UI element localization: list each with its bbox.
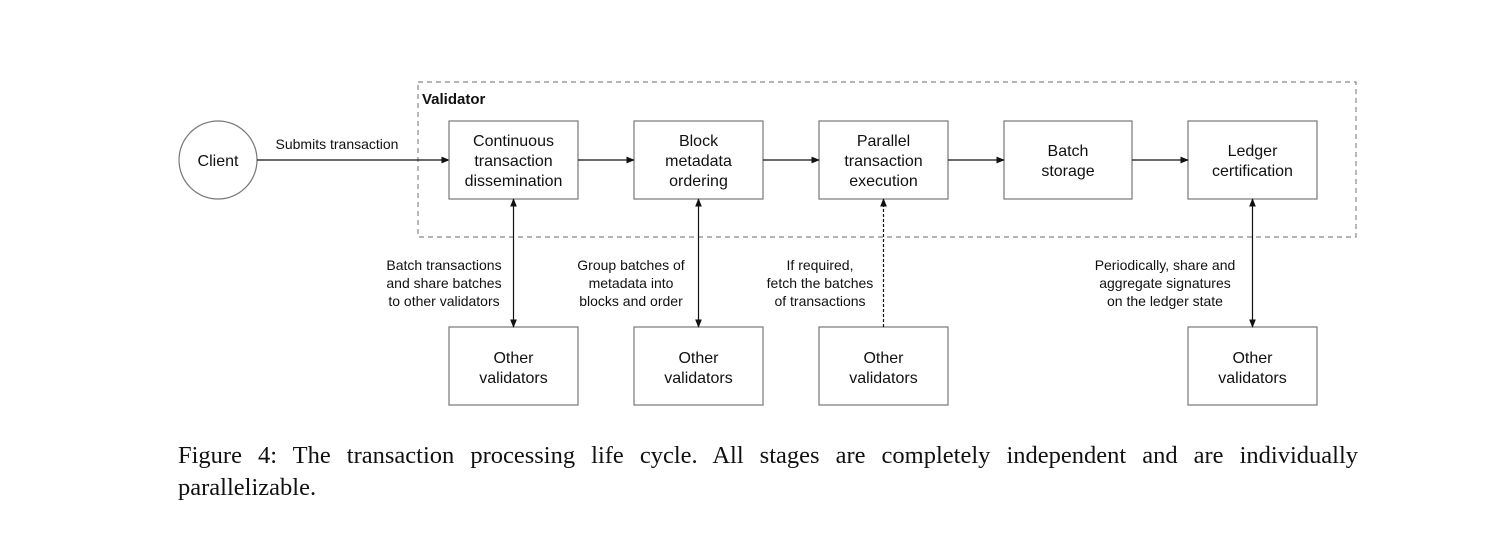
link-label: Batch transactions and share batches to ot… [386,257,501,309]
stage-box: Parallel transaction execution [818,120,949,200]
link-label-line: Periodically, share and [1095,257,1236,273]
link-label-line: on the ledger state [1107,293,1223,309]
link-label-line: metadata into [589,275,674,291]
peer-box: Other validators [818,326,949,406]
stage-label-line: Parallel [857,133,910,150]
stage-box: Block metadata ordering [633,120,764,200]
stage-box: Ledger certification [1187,120,1318,200]
peer-box: Other validators [448,326,579,406]
link-label-line: to other validators [388,293,499,309]
peer-label-line: validators [849,370,917,387]
peer-label-line: validators [479,370,547,387]
stage-label-line: metadata [665,153,732,170]
stage-label-line: certification [1212,163,1293,180]
stage-label-line: transaction [474,153,552,170]
stage-box: Batch storage [1003,120,1133,200]
link-label-line: blocks and order [579,293,683,309]
link-label: Periodically, share and aggregate signatu… [1095,257,1236,309]
submit-label: Submits transaction [276,136,399,152]
stage-label-line: execution [849,173,918,190]
link-label-line: If required, [787,257,854,273]
link-label-line: Group batches of [577,257,685,273]
validator-group-title: Validator [422,91,486,108]
link-label-line: and share batches [386,275,501,291]
stage-label-line: Batch [1048,143,1089,160]
stage-label-line: Block [679,133,719,150]
peer-box: Other validators [633,326,764,406]
peer-box: Other validators [1187,326,1318,406]
link-label: Group batches of metadata into blocks and … [577,257,685,309]
link-label: If required, fetch the batches of transact… [767,257,874,309]
peer-label-line: Other [678,350,719,367]
peer-label-line: validators [664,370,732,387]
link-label-line: aggregate signatures [1099,275,1231,291]
link-label-line: Batch transactions [386,257,501,273]
link-label-line: of transactions [774,293,865,309]
lifecycle-diagram: Validator Client Submits transaction Con… [178,81,1357,406]
stage-label-line: transaction [844,153,922,170]
stage-label-line: dissemination [465,173,563,190]
stage-label-line: Continuous [473,133,554,150]
client-label: Client [198,153,239,170]
peer-label-line: Other [863,350,904,367]
link-label-line: fetch the batches [767,275,874,291]
peer-label-line: Other [493,350,534,367]
figure-caption: Figure 4: The transaction processing lif… [178,442,1358,501]
stage-label-line: storage [1041,163,1094,180]
peer-label-line: Other [1232,350,1273,367]
stage-label-line: ordering [669,173,728,190]
stage-label-line: Ledger [1228,143,1278,160]
stage-box: Continuous transaction dissemination [448,120,579,200]
peer-label-line: validators [1218,370,1286,387]
